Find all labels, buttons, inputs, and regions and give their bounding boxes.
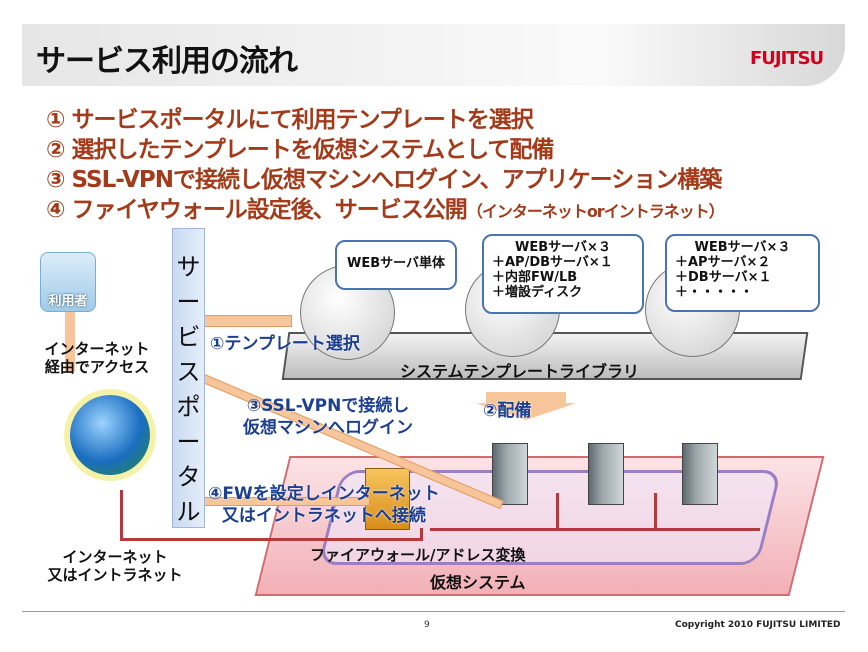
network-wire <box>556 493 559 529</box>
step-4: ④ ファイヤウォール設定後、サービス公開（インターネットorイントラネット） <box>46 197 725 223</box>
step4-label: ④FWを設定しインターネット又はイントラネットへ接続 <box>208 484 440 526</box>
step-1: ① サービスポータルにて利用テンプレートを選択 <box>46 107 534 133</box>
step1-label: ①テンプレート選択 <box>210 334 360 354</box>
arrow-access <box>65 312 75 372</box>
network-wire <box>430 528 760 531</box>
server-icon <box>682 443 718 505</box>
arrow-template-select <box>200 315 292 327</box>
step3-label: ③SSL-VPNで接続し仮想マシンへログイン <box>243 396 413 438</box>
fujitsu-logo: FUJITSU <box>750 48 824 69</box>
footer-divider <box>22 611 845 612</box>
slide-title: サービス利用の流れ <box>36 44 298 79</box>
template-callout-3: WEBサーバ×３＋APサーバ×２＋DBサーバ×１＋・・・・・ <box>665 234 820 312</box>
step-2: ② 選択したテンプレートを仮想システムとして配備 <box>46 137 554 163</box>
library-label: システムテンプレートライブラリ <box>400 362 640 381</box>
page-number: 9 <box>424 620 430 630</box>
template-callout-1: WEBサーバ単体 <box>335 240 457 290</box>
step2-label: ②配備 <box>483 401 532 421</box>
internet-globe-icon <box>70 395 150 475</box>
network-label: インターネット又はイントラネット <box>47 548 183 584</box>
virtual-system-label: 仮想システム <box>430 573 526 592</box>
template-callout-2: WEBサーバ×３＋AP/DBサーバ×１＋内部FW/LB＋増設ディスク <box>482 234 644 314</box>
copyright: Copyright 2010 FUJITSU LIMITED <box>675 620 841 630</box>
network-wire <box>120 538 420 541</box>
access-label: インターネット経由でアクセス <box>44 340 150 376</box>
step-3: ③ SSL-VPNで接続し仮想マシンへログイン、アプリケーション構築 <box>46 167 722 193</box>
service-portal: サービスポータル <box>172 228 205 528</box>
network-wire <box>420 528 423 541</box>
firewall-icon <box>365 468 410 530</box>
firewall-label: ファイアウォール/アドレス変換 <box>310 546 526 564</box>
user-icon: 利用者 <box>40 252 96 312</box>
server-icon <box>492 443 528 505</box>
network-wire <box>120 490 123 540</box>
title-bar <box>22 24 845 86</box>
server-icon <box>588 443 624 505</box>
network-wire <box>654 493 657 529</box>
